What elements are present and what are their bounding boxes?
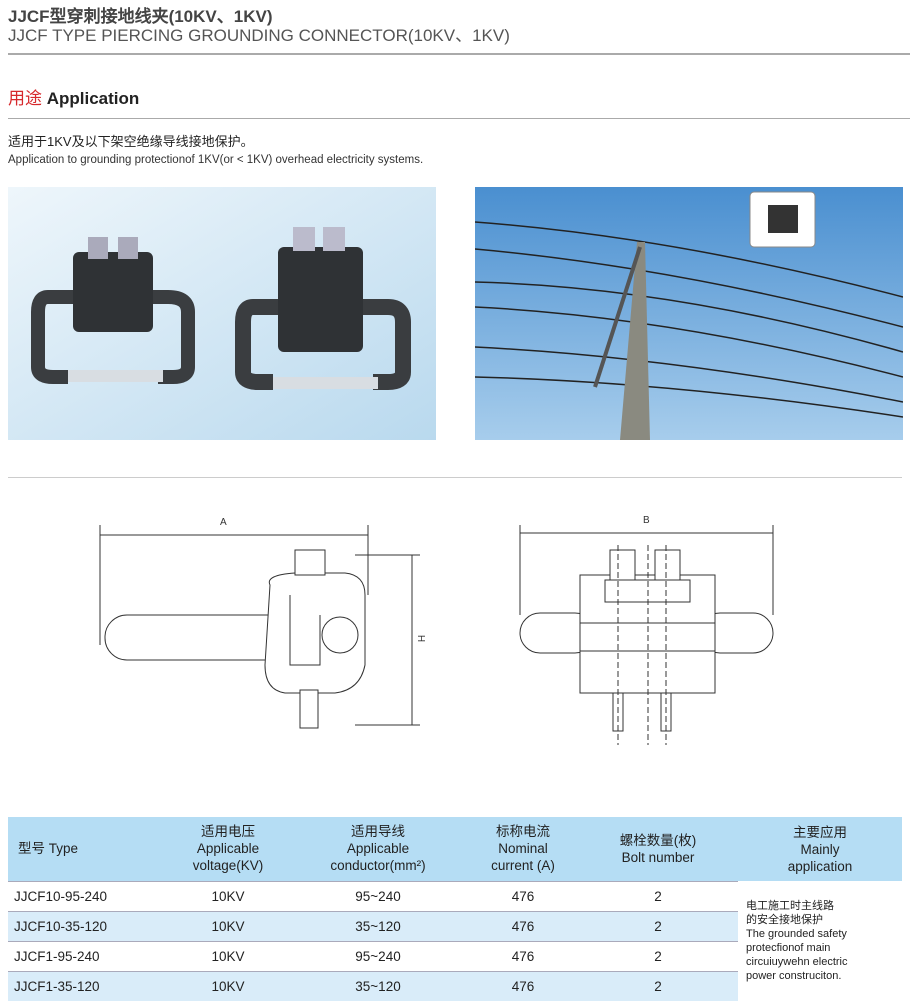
title-en: JJCF TYPE PIERCING GROUNDING CONNECTOR(1… (8, 26, 510, 45)
cell-voltage: 10KV (168, 940, 288, 971)
description-en: Application to grounding protectionof 1K… (8, 154, 424, 166)
dimension-a-label: A (220, 517, 227, 528)
cell-bolts: 2 (578, 940, 738, 971)
cell-voltage: 10KV (168, 880, 288, 911)
cell-current: 476 (468, 970, 578, 1001)
cell-conductor: 35~120 (288, 910, 468, 941)
dimension-h-label: H (415, 634, 427, 643)
description-cn: 适用于1KV及以下架空绝缘导线接地保护。 (8, 134, 254, 149)
dimension-b-label: B (643, 515, 650, 526)
cell-conductor: 95~240 (288, 940, 468, 971)
cell-type: JJCF10-35-120 (8, 910, 168, 941)
cell-voltage: 10KV (168, 970, 288, 1001)
divider (8, 118, 910, 119)
section-heading: 用途 Application (8, 84, 139, 109)
side-view-diagram: A H (95, 515, 435, 775)
title-cn: JJCF型穿刺接地线夹(10KV、1KV) (8, 7, 273, 26)
divider (8, 477, 902, 478)
divider (8, 53, 910, 55)
header-bolt-number: 螺栓数量(枚)Bolt number (619, 832, 697, 865)
section-heading-en: Application (46, 89, 140, 108)
cell-type: JJCF1-35-120 (8, 970, 168, 1001)
cell-voltage: 10KV (168, 910, 288, 941)
installation-photo (475, 187, 903, 440)
cell-type: JJCF10-95-240 (8, 880, 168, 911)
cell-conductor: 95~240 (288, 880, 468, 911)
front-view-diagram: B (515, 515, 785, 775)
cell-type: JJCF1-95-240 (8, 940, 168, 971)
product-photo (8, 187, 436, 440)
cell-current: 476 (468, 940, 578, 971)
cell-bolts: 2 (578, 880, 738, 911)
section-heading-cn: 用途 (8, 89, 42, 108)
header-type: 型号 Type (18, 841, 79, 857)
cell-conductor: 35~120 (288, 970, 468, 1001)
cell-bolts: 2 (578, 970, 738, 1001)
cell-bolts: 2 (578, 910, 738, 941)
cell-current: 476 (468, 910, 578, 941)
cell-current: 476 (468, 880, 578, 911)
